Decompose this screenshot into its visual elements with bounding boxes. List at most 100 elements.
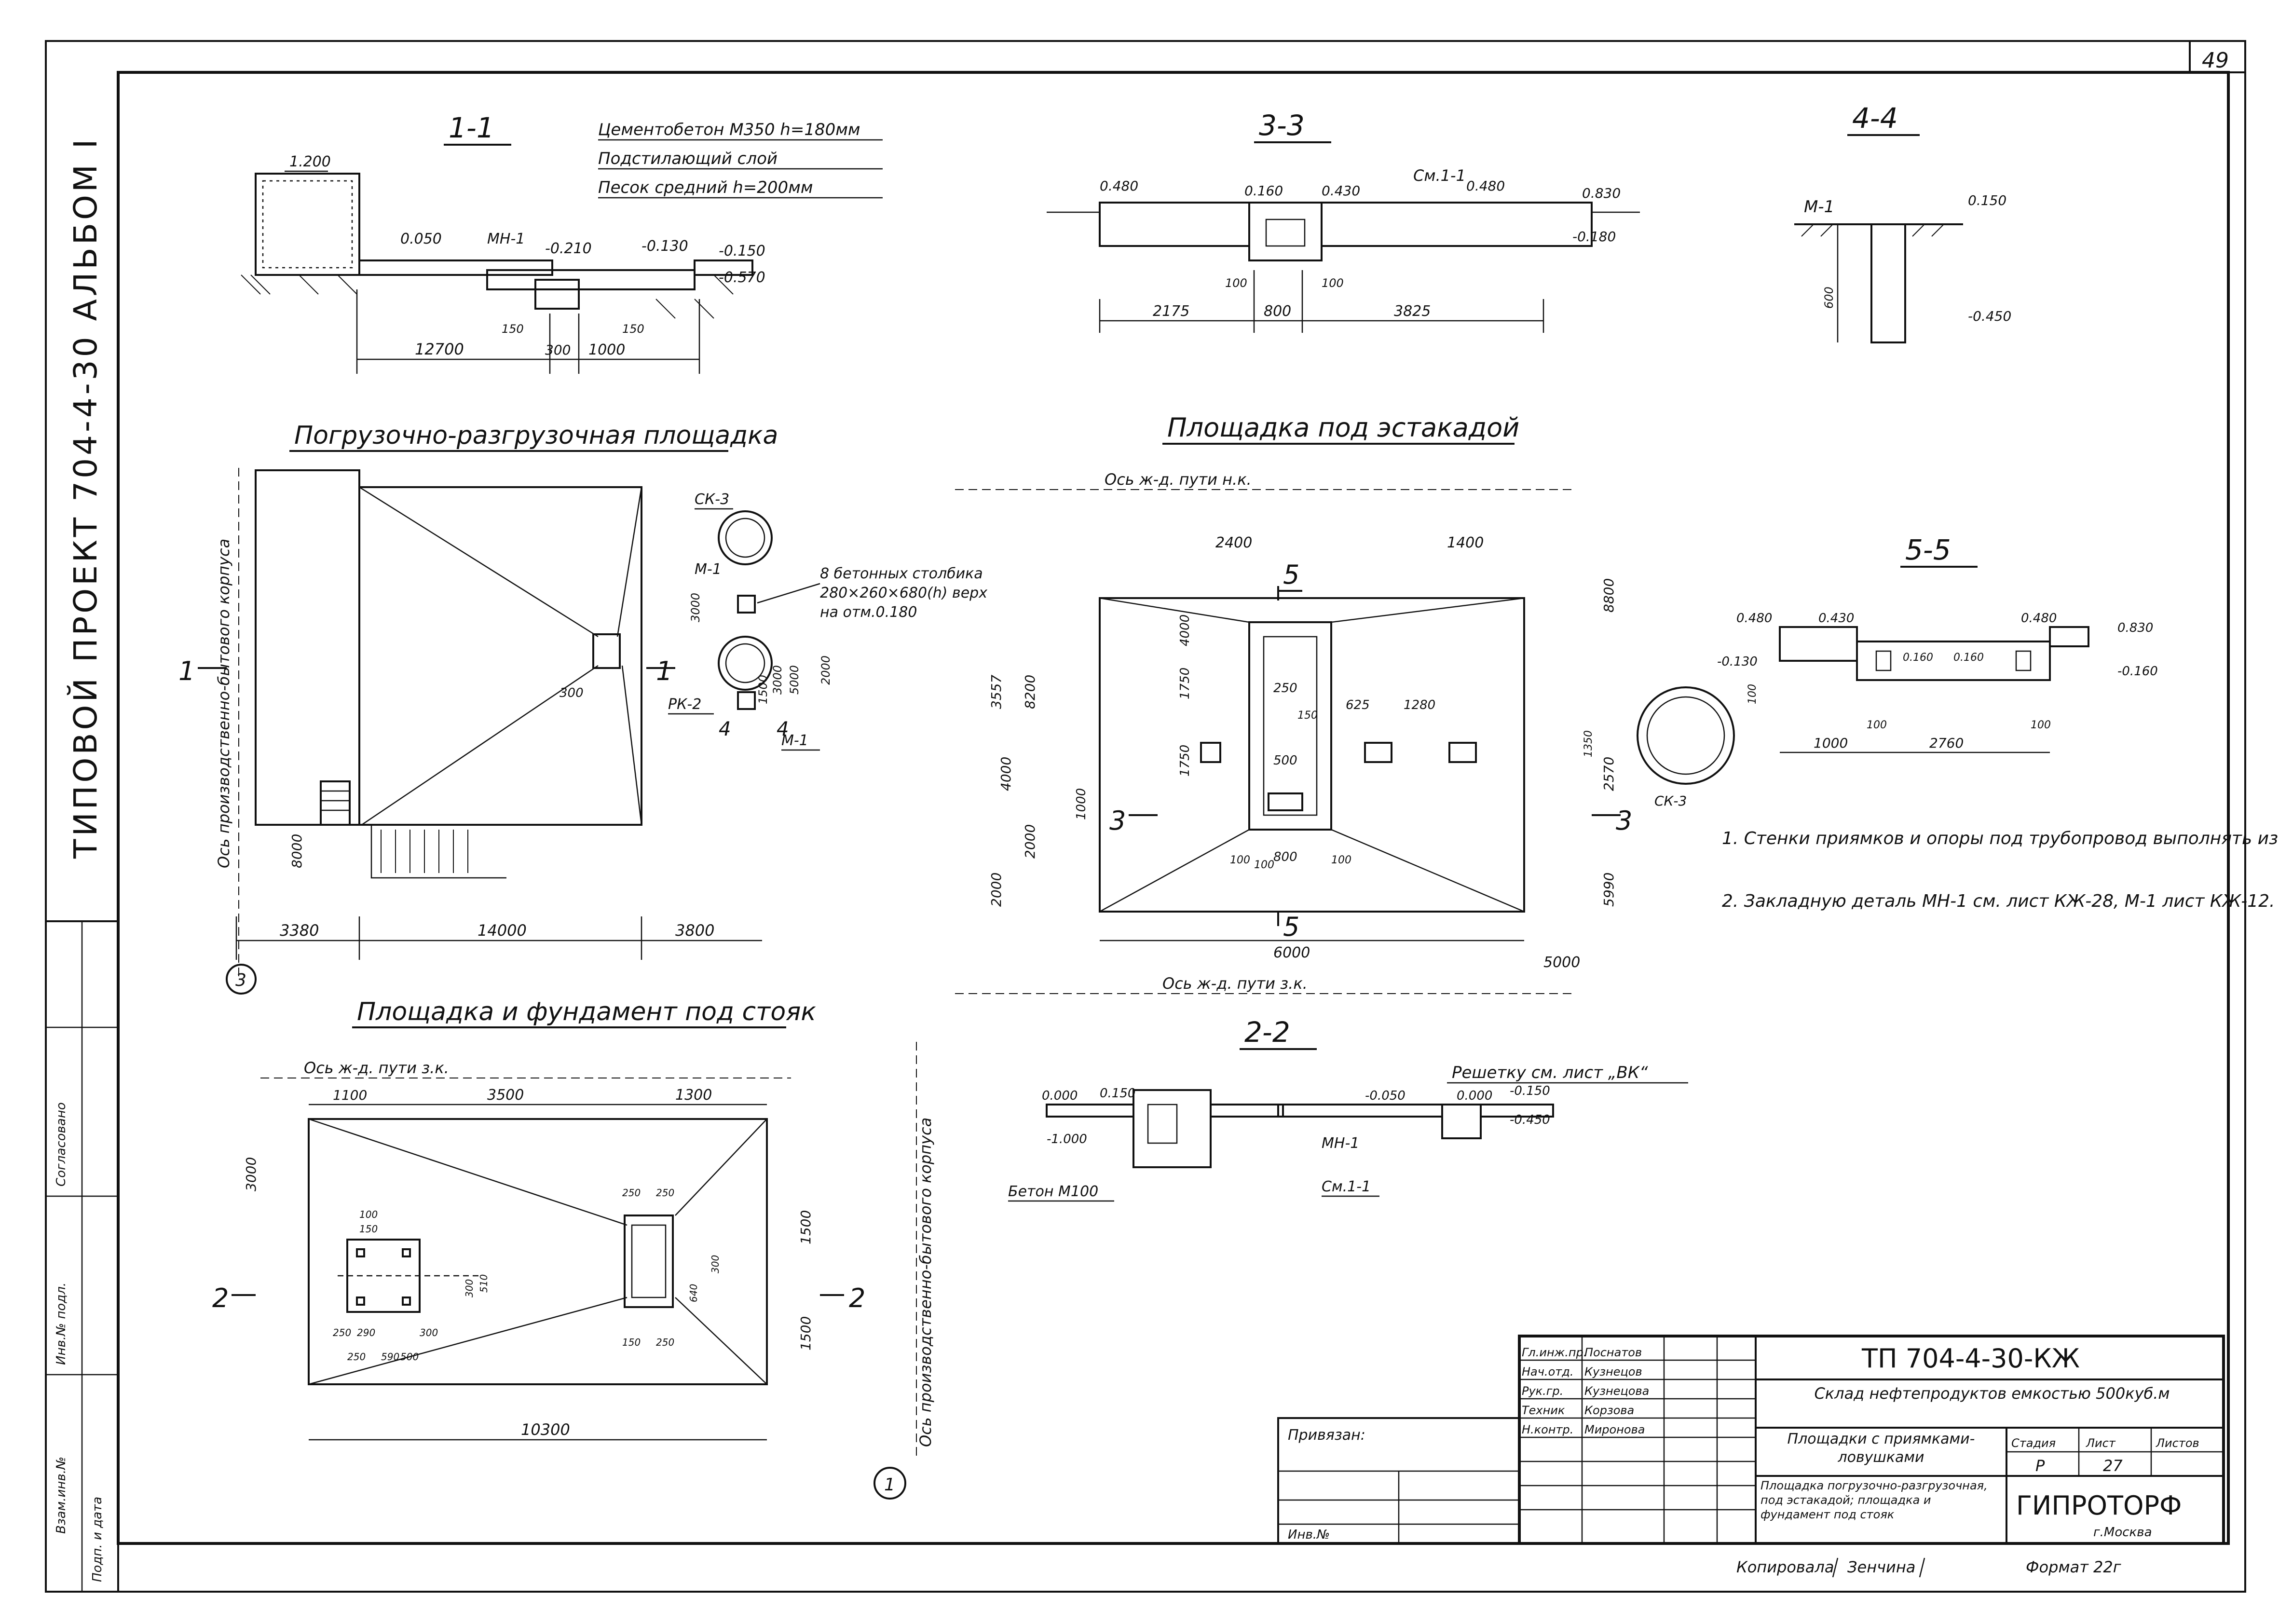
pl-marker-0: СК-3 (695, 491, 729, 508)
tb-code: ТП 704-4-30-КЖ (1861, 1343, 2080, 1374)
pl-dim-0: 3380 (280, 921, 319, 940)
section-3-3: 3-3 0.480 0.160 0.430 См.1-1 0.480 0.830… (1047, 109, 1640, 333)
tb-name-4: Миронова (1584, 1423, 1645, 1436)
s3-level-0: 0.480 (1100, 178, 1138, 194)
s1-level-2: МН-1 (487, 231, 525, 247)
plan-stand-title: Площадка и фундамент под стояк (357, 997, 816, 1026)
s5-dim-4: 100 (1747, 684, 1759, 704)
st-dim-7: 100 (359, 1209, 378, 1220)
title-block: Привязан: Инв.№ Гл.инж.пр. Нач.отд. Рук.… (1277, 1335, 2225, 1545)
album-title: ТИПОВОЙ ПРОЕКТ 704-4-30 АЛЬБОМ I (67, 136, 104, 859)
st-dim-14: 300 (420, 1327, 438, 1338)
footer-copied-name: Зенчина (1847, 1558, 1915, 1576)
tr-dim-5: 4000 (998, 757, 1014, 791)
tr-dim-12: 2570 (1601, 757, 1617, 791)
tr-dim-9: 1000 (1074, 788, 1089, 820)
pl-marker-4: 4 (777, 718, 789, 740)
pl-dim-2: 3800 (675, 921, 714, 940)
tb-sheet-title: Площадки с приямками-ловушками (1787, 1431, 1975, 1466)
tr-dim-1: 1400 (1447, 534, 1484, 551)
st-dim-8: 150 (359, 1223, 378, 1235)
tr-cut-1: 5 (1283, 912, 1299, 942)
plan-loading-title: Погрузочно-разгрузочная площадка (294, 421, 778, 450)
tb-name-3: Корзова (1584, 1404, 1634, 1417)
st-cut-right: 2 (849, 1283, 865, 1313)
s5-dim-1: 2760 (1929, 735, 1964, 751)
footer-format: Формат 22г (2026, 1558, 2121, 1576)
note-0: 1. Стенки приямков и опоры под трубопров… (1722, 829, 2279, 848)
tr-dim-22: 800 (1273, 850, 1297, 864)
section-4-4-title: 4-4 (1852, 102, 1898, 135)
s1-level-1: 0.050 (400, 231, 442, 247)
s1-note-0: Цементобетон М350 h=180мм (598, 120, 860, 139)
st-dim-15: 290 (357, 1327, 375, 1338)
tr-dim-16: 4000 (1178, 614, 1192, 646)
tr-cut-3: 3 (1616, 805, 1632, 836)
s5-level-0: 0.480 (1736, 611, 1772, 626)
tr-dim-0: 2400 (1215, 534, 1252, 551)
footer: Копировала Зенчина Формат 22г (1736, 1557, 2121, 1578)
s5-level-2: 0.480 (2021, 611, 2057, 626)
st-dim-11: 300 (464, 1279, 475, 1297)
s4-level-2: -0.450 (1968, 308, 2011, 324)
st-dim-12: 510 (478, 1274, 490, 1293)
st-dim-3: 3000 (243, 1157, 259, 1191)
s3-dim-0: 2175 (1153, 303, 1189, 320)
tr-dim-20: 1280 (1404, 698, 1435, 712)
tb-stage-hdr: Стадия (2011, 1436, 2056, 1450)
pl-marker-5: М-1 (781, 732, 808, 749)
section-4-4: 4-4 М-1 0.150 -0.450 600 (1794, 102, 2011, 343)
plan-trestle-axis-top: Ось ж-д. пути н.к. (1105, 470, 1252, 489)
tb-role-2: Рук.гр. (1522, 1384, 1563, 1398)
s4-level-0: М-1 (1804, 197, 1834, 217)
section-1-1-title: 1-1 (449, 111, 494, 144)
tr-dim-24: 100 (1254, 859, 1274, 871)
s1-dim-1: 300 (545, 342, 571, 358)
s3-level-3: См.1-1 (1413, 166, 1466, 185)
tb-role-4: Н.контр. (1522, 1423, 1573, 1436)
pl-marker-3: 4 (719, 718, 731, 740)
s3-dim-3: 100 (1225, 276, 1247, 290)
side-label-1: Инв.№ подл. (54, 1283, 68, 1365)
s3-level-6: -0.180 (1572, 229, 1616, 245)
tb-sheet: 27 (2103, 1457, 2123, 1475)
note-1: 2. Закладную деталь МН-1 см. лист КЖ-28,… (1722, 891, 2275, 911)
s2-label-1: МН-1 (1322, 1135, 1359, 1152)
tr-dim-15: 1750 (1178, 745, 1192, 777)
st-dim-2: 1300 (675, 1087, 712, 1104)
notes: 1. Стенки приямков и опоры под трубопров… (1722, 829, 2279, 911)
s2-label-0: Бетон М100 (1008, 1183, 1098, 1200)
plan-loading: Погрузочно-разгрузочная площадка Ось про… (178, 421, 987, 995)
s1-level-6: -0.570 (719, 269, 765, 286)
section-5-5-title: 5-5 (1905, 533, 1951, 566)
plan-stand-axis-top: Ось ж-д. пути з.к. (304, 1059, 449, 1077)
pl-dim-3: 8000 (289, 834, 305, 868)
s2-label-2: См.1-1 (1322, 1178, 1371, 1195)
st-dim-1: 3500 (487, 1087, 524, 1104)
tb-object: Склад нефтепродуктов емкостью 500куб.м (1814, 1384, 2170, 1403)
side-label-2: Взам.инв.№ (54, 1457, 68, 1534)
tr-dim-17: 250 (1273, 681, 1297, 696)
st-dim-5: 1500 (798, 1316, 814, 1351)
s2-level-1: 0.000 (1042, 1089, 1078, 1103)
side-label-3: Подп. и дата (90, 1497, 105, 1582)
tb-sheets-hdr: Листов (2156, 1436, 2199, 1450)
tr-dim-25: 100 (1331, 854, 1351, 866)
tr-dim-11: 1750 (1178, 668, 1192, 699)
s5-dim-0: 1000 (1814, 735, 1848, 751)
st-dim-10: 250 (656, 1187, 674, 1199)
st-cut-left: 2 (212, 1283, 229, 1313)
st-dim-13: 640 (688, 1284, 699, 1302)
pl-callout: 8 бетонных столбика 280×260×680(h) верх … (820, 565, 987, 621)
s5-dim-2: 100 (1867, 719, 1887, 731)
s3-dim-2: 3825 (1394, 303, 1431, 320)
plan-loading-axis: Ось производственно-бытового корпуса (215, 539, 233, 868)
side-label-0: Согласовано (54, 1102, 68, 1187)
s5-level-5: 0.160 (1903, 652, 1933, 664)
tr-dim-10: 5990 (1601, 873, 1617, 907)
s1-dim-0: 12700 (415, 340, 464, 358)
outer-frame (45, 40, 2246, 1593)
pl-marker-9: 1500 (756, 675, 770, 704)
footer-copied: Копировала (1736, 1558, 1834, 1576)
tb-role-0: Гл.инж.пр. (1522, 1346, 1587, 1359)
